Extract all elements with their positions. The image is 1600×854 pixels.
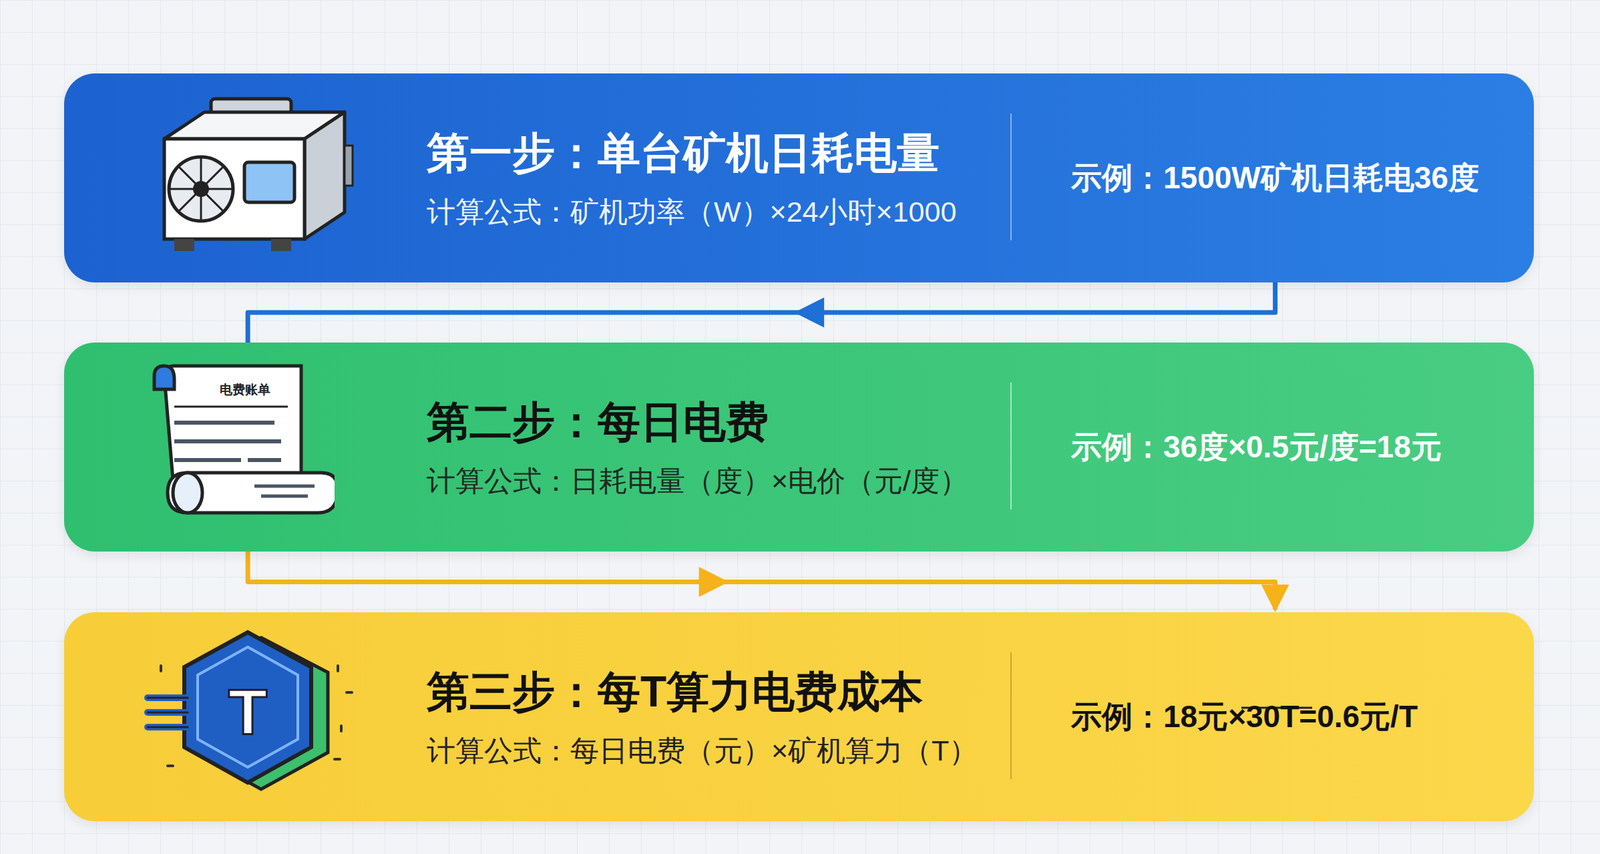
bill-title: 电费账单 bbox=[219, 381, 271, 399]
formula-text: 计算公式：每日电费（元）×矿机算力（T） bbox=[426, 733, 978, 770]
miner-icon bbox=[137, 92, 358, 266]
hexagon-letter: T bbox=[228, 675, 268, 750]
step-heading: 第二步：每日电费 bbox=[426, 395, 969, 449]
text-column: 第三步：每T算力电费成本计算公式：每日电费（元）×矿机算力（T） bbox=[426, 612, 978, 822]
divider-line bbox=[1010, 113, 1012, 241]
example-text: 示例：18元×30T=0.6元/T bbox=[1071, 612, 1418, 822]
text-column: 第一步：单台矿机日耗电量计算公式：矿机功率（W）×24小时×1000 bbox=[426, 73, 957, 283]
step-band: 第一步：单台矿机日耗电量计算公式：矿机功率（W）×24小时×1000 示例：150… bbox=[64, 73, 1534, 283]
divider-line bbox=[1010, 652, 1012, 780]
text-column: 第二步：每日电费计算公式：日耗电量（度）×电价（元/度） bbox=[426, 342, 969, 552]
flow-connector bbox=[247, 551, 1289, 613]
example-text: 示例：36度×0.5元/度=18元 bbox=[1071, 342, 1442, 552]
divider-line bbox=[1010, 382, 1012, 510]
formula-text: 计算公式：日耗电量（度）×电价（元/度） bbox=[426, 463, 969, 500]
example-text: 示例：1500W矿机日耗电36度 bbox=[1071, 73, 1480, 283]
step-band: 第二步：每日电费计算公式：日耗电量（度）×电价（元/度） 示例：36度×0.5元/… bbox=[64, 342, 1534, 552]
step-heading: 第一步：单台矿机日耗电量 bbox=[426, 126, 957, 180]
step-heading: 第三步：每T算力电费成本 bbox=[426, 665, 978, 719]
formula-text: 计算公式：矿机功率（W）×24小时×1000 bbox=[426, 194, 957, 231]
flow-connector bbox=[247, 282, 1275, 343]
step-band: 第三步：每T算力电费成本计算公式：每日电费（元）×矿机算力（T） 示例：18元×3… bbox=[64, 612, 1534, 822]
